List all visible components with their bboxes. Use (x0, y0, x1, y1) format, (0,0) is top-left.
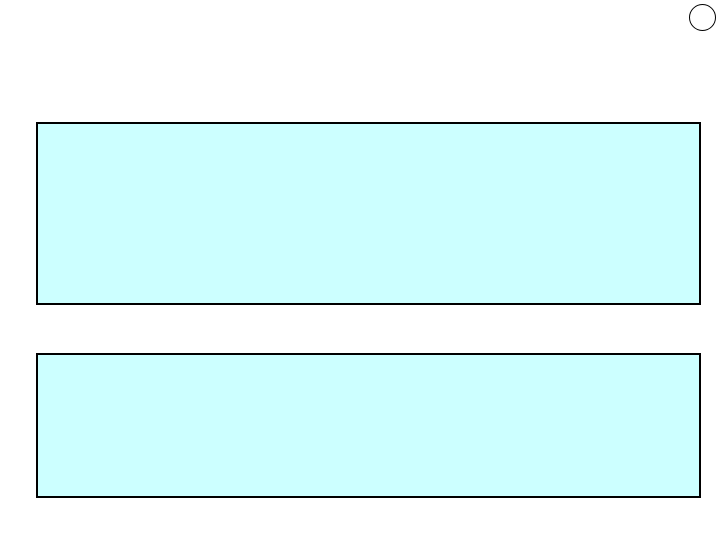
bottom-panel (36, 353, 701, 498)
circle-icon[interactable] (689, 4, 716, 31)
top-panel (36, 122, 701, 305)
